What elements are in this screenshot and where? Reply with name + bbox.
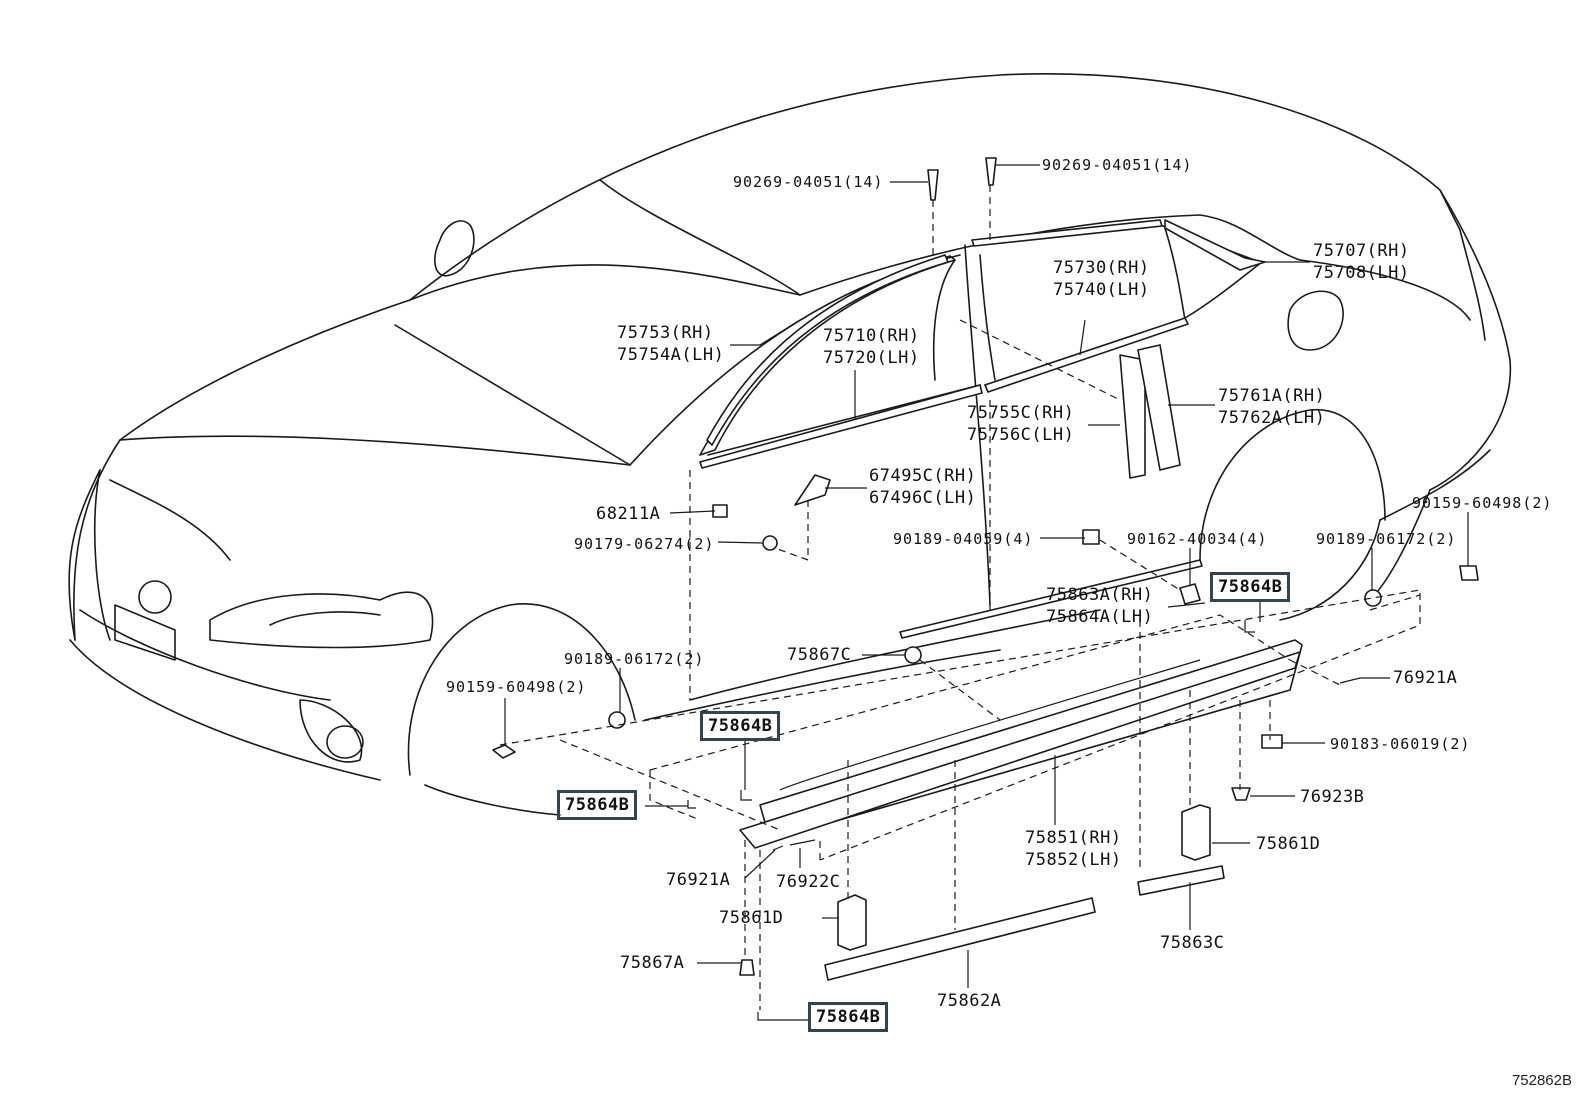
label-90183-06019: 90183-06019(2) [1330, 735, 1471, 753]
diagram-id: 752862B [1511, 1072, 1572, 1089]
label-75851-75852: 75851(RH) 75852(LH) [1025, 827, 1122, 871]
label-75864b-mid: 75864B [700, 711, 781, 741]
label-90269-04051-right: 90269-04051(14) [1042, 156, 1193, 174]
label-67495c-rh: 67495C(RH) [869, 466, 977, 486]
car-body-outline [68, 73, 1512, 1021]
label-75861d-left: 75861D [719, 908, 784, 928]
label-90269-04051-left: 90269-04051(14) [733, 173, 884, 191]
label-75864b-top: 75864B [1210, 572, 1291, 602]
label-67496c-lh: 67496C(LH) [869, 488, 977, 508]
label-75730-75740: 75730(RH) 75740(LH) [1053, 257, 1150, 301]
label-75761a-75762a: 75761A(RH) 75762A(LH) [1218, 385, 1325, 429]
label-90159-60498-left: 90159-60498(2) [446, 678, 587, 696]
assembly-dashed-lines [499, 185, 1421, 1010]
label-75753-rh: 75753(RH) [617, 323, 714, 343]
label-75708-lh: 75708(LH) [1313, 263, 1410, 283]
label-75852-lh: 75852(LH) [1025, 850, 1122, 870]
label-75707-rh: 75707(RH) [1313, 241, 1410, 261]
label-75864b-left: 75864B [557, 790, 638, 820]
label-75755c-75756c: 75755C(RH) 75756C(LH) [967, 402, 1074, 446]
label-90159-60498-right: 90159-60498(2) [1412, 494, 1553, 512]
leader-lines [504, 164, 1469, 1021]
label-75730-rh: 75730(RH) [1053, 258, 1150, 278]
label-75755c-rh: 75755C(RH) [967, 403, 1075, 423]
label-75710-rh: 75710(RH) [823, 326, 920, 346]
label-75710-75720: 75710(RH) 75720(LH) [823, 325, 920, 369]
label-68211a: 68211A [596, 504, 661, 524]
label-75861d-right: 75861D [1256, 834, 1321, 854]
label-75756c-lh: 75756C(LH) [967, 425, 1075, 445]
label-67495c-67496c: 67495C(RH) 67496C(LH) [869, 465, 976, 509]
label-90179-06274: 90179-06274(2) [574, 535, 715, 553]
label-75867c: 75867C [787, 645, 852, 665]
label-90189-06172-left: 90189-06172(2) [564, 650, 705, 668]
label-75864b-bottom: 75864B [808, 1002, 889, 1032]
label-75864a-lh: 75864A(LH) [1046, 607, 1154, 627]
label-90162-40034: 90162-40034(4) [1127, 530, 1268, 548]
label-75720-lh: 75720(LH) [823, 348, 920, 368]
label-76922c: 76922C [776, 872, 841, 892]
label-75761a-rh: 75761A(RH) [1218, 386, 1326, 406]
label-75863c: 75863C [1160, 933, 1225, 953]
label-90189-06172-right: 90189-06172(2) [1316, 530, 1457, 548]
label-75762a-lh: 75762A(LH) [1218, 408, 1326, 428]
label-75867a: 75867A [620, 953, 685, 973]
label-76921a-left: 76921A [666, 870, 731, 890]
label-75707-75708: 75707(RH) 75708(LH) [1313, 240, 1410, 284]
label-75863a-rh: 75863A(RH) [1046, 585, 1154, 605]
label-75851-rh: 75851(RH) [1025, 828, 1122, 848]
label-76921a-right: 76921A [1393, 668, 1458, 688]
label-75862a: 75862A [937, 991, 1002, 1011]
label-90189-04059: 90189-04059(4) [893, 530, 1034, 548]
label-75740-lh: 75740(LH) [1053, 280, 1150, 300]
label-75863a-75864a: 75863A(RH) 75864A(LH) [1046, 584, 1153, 628]
label-75753-75754a: 75753(RH) 75754A(LH) [617, 322, 724, 366]
label-75754a-lh: 75754A(LH) [617, 345, 725, 365]
label-76923b: 76923B [1300, 787, 1365, 807]
